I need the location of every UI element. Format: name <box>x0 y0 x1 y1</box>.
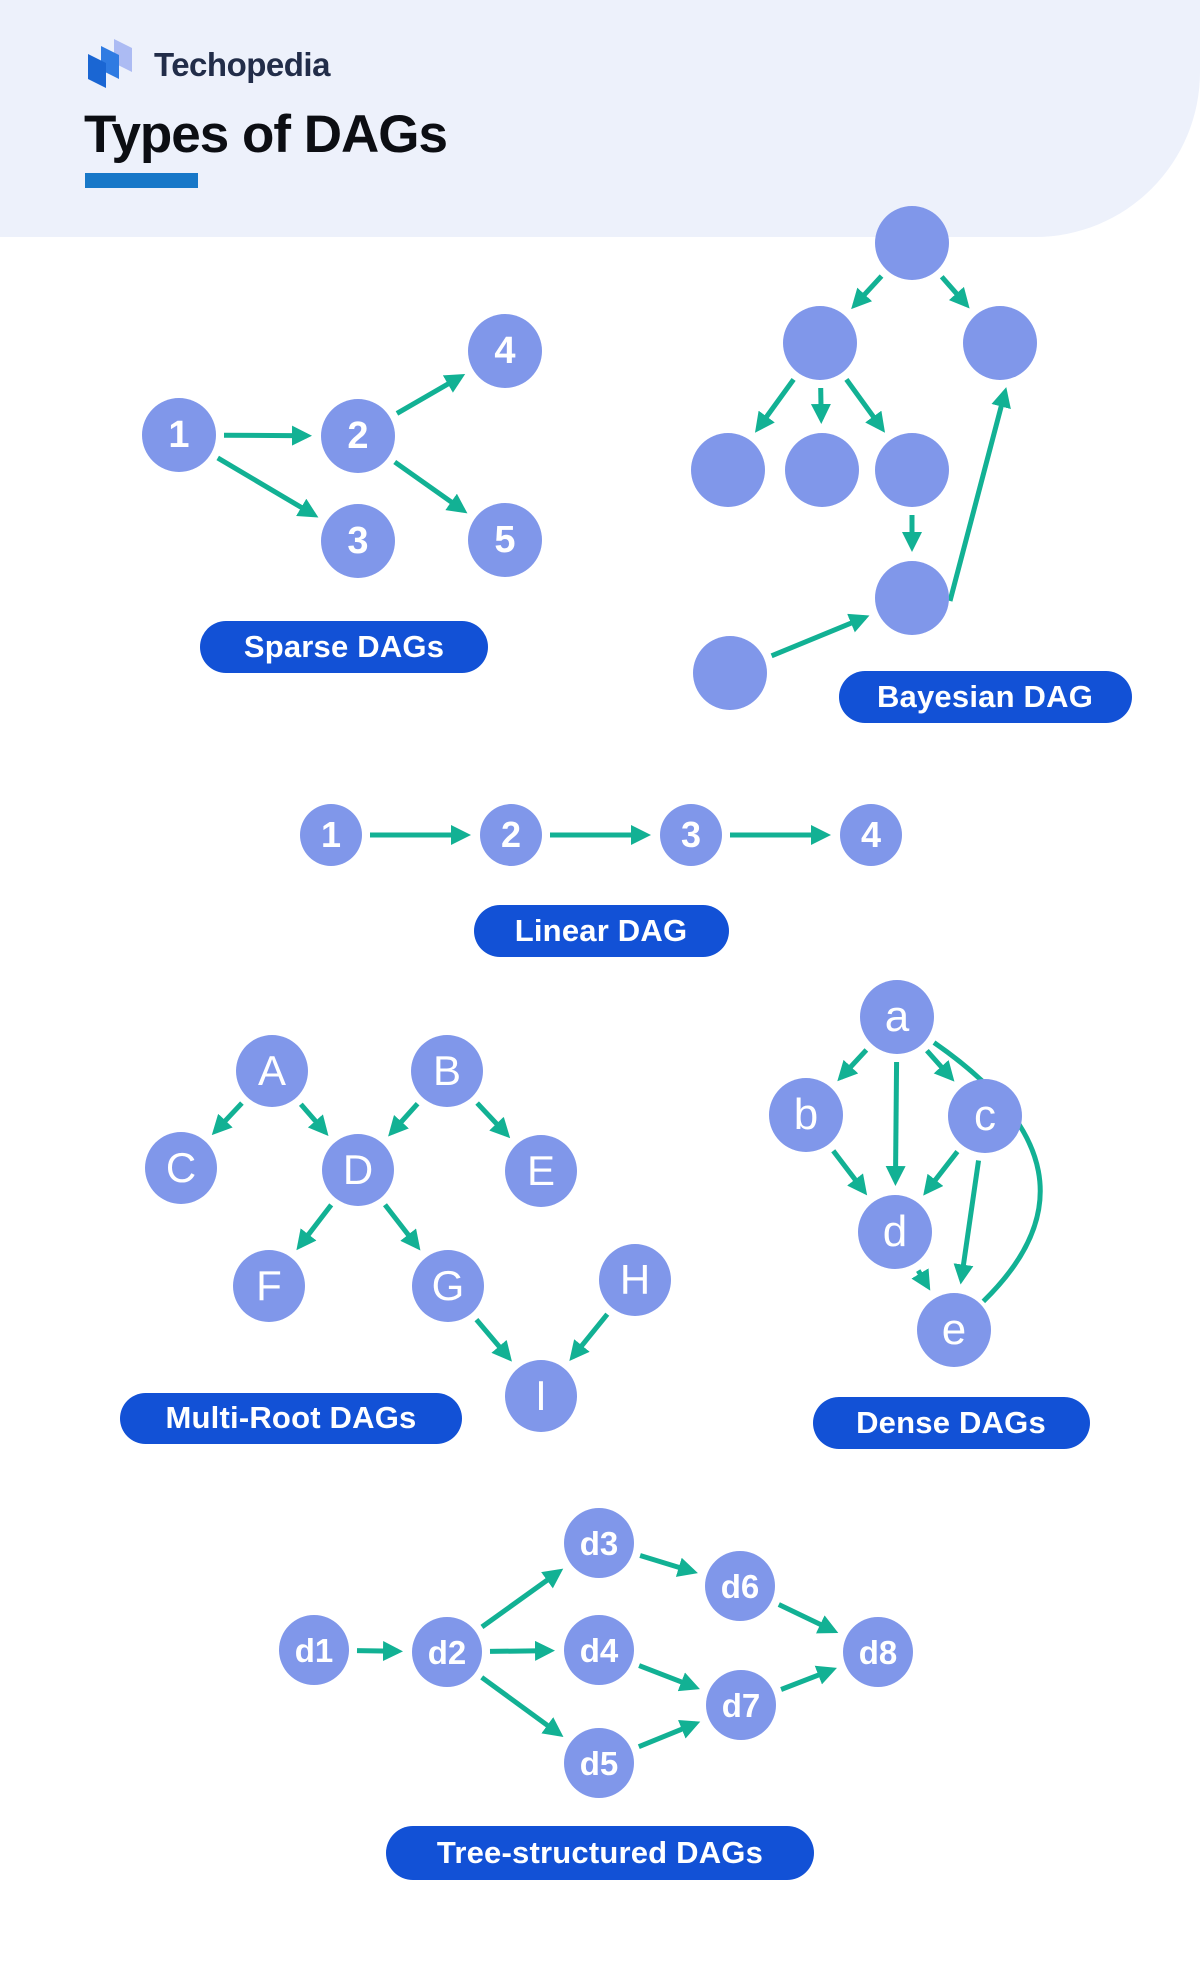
edge-tree-d6-d8 <box>777 1602 839 1634</box>
node-tree-d6: d6 <box>705 1551 775 1621</box>
node-multiroot-C: C <box>145 1132 217 1204</box>
edge-tree-d5-d7 <box>637 1719 701 1750</box>
edge-multiroot-G-I <box>474 1317 512 1362</box>
edge-bayesian-b1-b3 <box>939 275 970 309</box>
edge-tree-d3-d6 <box>639 1553 698 1577</box>
header-band <box>0 0 1200 237</box>
node-multiroot-A: A <box>236 1035 308 1107</box>
edge-bayesian-b8-b7 <box>770 613 870 659</box>
edge-dense-a-d <box>885 1061 906 1186</box>
node-linear-l4: 4 <box>840 804 902 866</box>
edge-dense-a-b <box>837 1048 869 1082</box>
node-bayesian-b1 <box>875 206 949 280</box>
section-label-dense: Dense DAGs <box>812 1397 1090 1449</box>
node-tree-d5: d5 <box>564 1728 634 1798</box>
edge-tree-d1-d2 <box>356 1641 404 1662</box>
node-multiroot-E: E <box>505 1135 577 1207</box>
node-sparse-1: 1 <box>142 398 216 472</box>
edge-multiroot-A-D <box>298 1102 329 1137</box>
edge-bayesian-b1-b2 <box>851 274 884 310</box>
edge-sparse-1-3 <box>216 455 319 518</box>
edge-tree-d2-d3 <box>480 1568 564 1629</box>
edge-multiroot-H-I <box>569 1312 610 1362</box>
edge-dense-a-c <box>925 1048 955 1082</box>
node-bayesian-b8 <box>693 636 767 710</box>
node-tree-d4: d4 <box>564 1615 634 1685</box>
edge-dense-a-e <box>932 1040 1043 1304</box>
node-multiroot-D: D <box>322 1134 394 1206</box>
edge-multiroot-B-E <box>475 1101 511 1139</box>
brand-row: Techopedia <box>84 36 330 94</box>
edge-multiroot-A-C <box>211 1101 244 1136</box>
node-bayesian-b2 <box>783 306 857 380</box>
node-bayesian-b4 <box>691 433 765 507</box>
node-sparse-5: 5 <box>468 503 542 577</box>
node-multiroot-F: F <box>233 1250 305 1322</box>
edge-tree-d2-d5 <box>480 1675 564 1738</box>
node-dense-d: d <box>858 1195 932 1269</box>
brand-name: Techopedia <box>154 46 330 83</box>
node-sparse-2: 2 <box>321 399 395 473</box>
node-multiroot-G: G <box>412 1250 484 1322</box>
node-dense-b: b <box>769 1078 843 1152</box>
node-dense-c: c <box>948 1079 1022 1153</box>
node-bayesian-b3 <box>963 306 1037 380</box>
edge-tree-d4-d7 <box>638 1663 700 1692</box>
node-linear-l3: 3 <box>660 804 722 866</box>
node-sparse-3: 3 <box>321 504 395 578</box>
node-linear-l2: 2 <box>480 804 542 866</box>
edge-dense-c-d <box>923 1150 960 1196</box>
node-multiroot-I: I <box>505 1360 577 1432</box>
edge-bayesian-b7-b3 <box>947 387 1011 602</box>
edge-bayesian-b2-b4 <box>754 377 796 433</box>
node-dense-a: a <box>860 980 934 1054</box>
node-tree-d3: d3 <box>564 1508 634 1578</box>
techopedia-logo-icon <box>88 39 132 88</box>
section-label-bayesian: Bayesian DAG <box>838 671 1132 723</box>
node-bayesian-b6 <box>875 433 949 507</box>
edge-sparse-2-4 <box>395 374 466 416</box>
node-sparse-4: 4 <box>468 314 542 388</box>
node-linear-l1: 1 <box>300 804 362 866</box>
edge-dense-d-e <box>911 1268 931 1291</box>
section-label-linear: Linear DAG <box>473 905 729 957</box>
edge-multiroot-D-G <box>382 1203 421 1251</box>
edge-sparse-2-5 <box>393 459 468 514</box>
edge-bayesian-b2-b6 <box>844 377 886 433</box>
node-bayesian-b7 <box>875 561 949 635</box>
node-multiroot-B: B <box>411 1035 483 1107</box>
edge-dense-c-e <box>953 1160 982 1285</box>
node-dense-e: e <box>917 1293 991 1367</box>
node-tree-d7: d7 <box>706 1670 776 1740</box>
edge-tree-d7-d8 <box>780 1665 837 1692</box>
section-label-multiroot: Multi-Root DAGs <box>120 1392 462 1444</box>
edge-tree-d2-d4 <box>489 1640 556 1661</box>
node-tree-d8: d8 <box>843 1617 913 1687</box>
node-tree-d1: d1 <box>279 1615 349 1685</box>
edge-dense-b-d <box>831 1149 868 1196</box>
section-label-sparse: Sparse DAGs <box>200 621 488 673</box>
node-multiroot-H: H <box>599 1244 671 1316</box>
edge-multiroot-D-F <box>296 1203 334 1251</box>
edge-multiroot-B-D <box>388 1102 420 1137</box>
node-tree-d2: d2 <box>412 1617 482 1687</box>
page-title: Types of DAGs <box>84 105 448 164</box>
section-label-tree: Tree-structured DAGs <box>386 1826 814 1880</box>
title-underline <box>85 173 198 188</box>
node-bayesian-b5 <box>785 433 859 507</box>
